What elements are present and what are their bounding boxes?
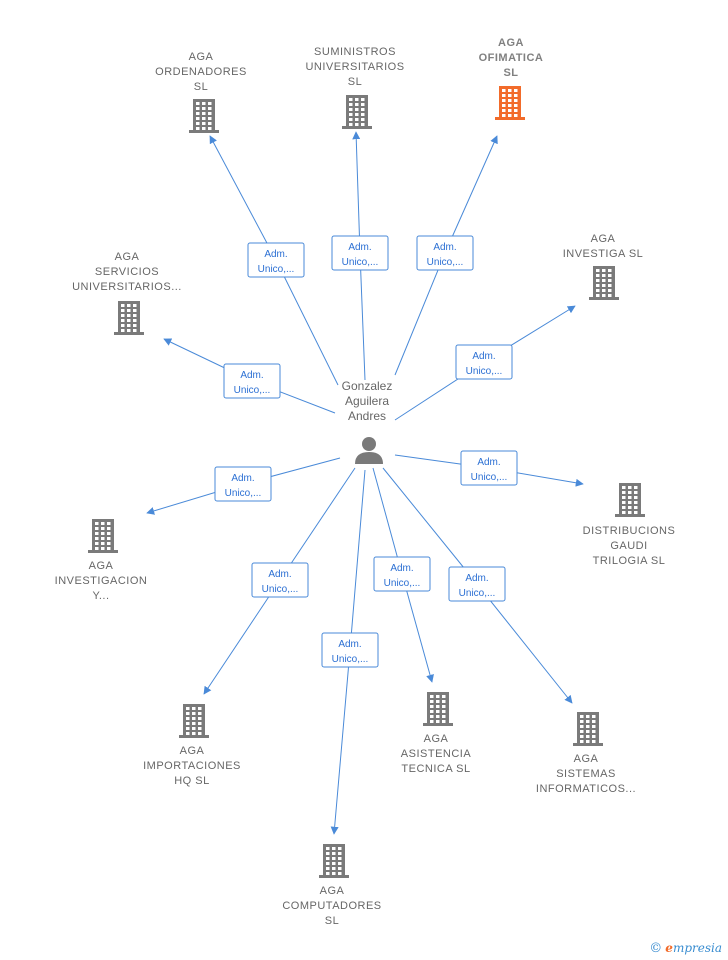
edge-label-aga-investigacion[interactable]: Adm. Unico,... xyxy=(214,466,272,502)
company-name-aga-ofimatica[interactable]: SL xyxy=(503,67,518,79)
brand-initial: e xyxy=(665,941,673,955)
company-name-aga-asistencia[interactable]: ASISTENCIA xyxy=(401,748,472,760)
empresia-watermark: ©empresia xyxy=(649,941,722,956)
person-name[interactable]: Gonzalez xyxy=(342,379,393,393)
company-name-aga-servicios[interactable]: UNIVERSITARIOS... xyxy=(72,281,182,293)
edge-label-text: Unico,... xyxy=(471,472,508,483)
company-name-aga-sistemas[interactable]: AGA xyxy=(574,753,599,765)
edge-label-aga-asistencia[interactable]: Adm. Unico,... xyxy=(373,556,431,592)
company-name-suministros[interactable]: SL xyxy=(348,76,362,88)
edge-label-aga-ordenadores[interactable]: Adm. Unico,... xyxy=(247,242,305,278)
edge-label-text: Adm. xyxy=(465,573,488,584)
edge-label-text: Unico,... xyxy=(466,366,503,377)
building-icon[interactable] xyxy=(495,86,525,120)
edge-label-text: Unico,... xyxy=(332,654,369,665)
edge-label-text: Adm. xyxy=(264,249,287,260)
company-name-aga-computadores[interactable]: COMPUTADORES xyxy=(282,900,381,912)
edge-label-text: Adm. xyxy=(390,563,413,574)
company-name-distribucions[interactable]: GAUDI xyxy=(610,540,647,552)
building-icon[interactable] xyxy=(423,692,453,726)
edge-label-text: Unico,... xyxy=(459,588,496,599)
edge-label-aga-sistemas[interactable]: Adm. Unico,... xyxy=(448,566,506,602)
edge-label-text: Unico,... xyxy=(225,488,262,499)
copyright-icon: © xyxy=(649,941,663,956)
building-icon[interactable] xyxy=(573,712,603,746)
building-icon[interactable] xyxy=(179,704,209,738)
company-name-aga-ordenadores[interactable]: AGA xyxy=(189,51,214,63)
company-name-suministros[interactable]: SUMINISTROS xyxy=(314,46,396,58)
company-name-aga-servicios[interactable]: AGA xyxy=(115,251,140,263)
company-name-aga-computadores[interactable]: SL xyxy=(325,915,339,927)
company-name-aga-investigacion[interactable]: Y... xyxy=(92,590,109,602)
edge-label-suministros[interactable]: Adm. Unico,... xyxy=(331,235,389,271)
company-name-aga-servicios[interactable]: SERVICIOS xyxy=(95,266,159,278)
company-name-aga-importaciones[interactable]: IMPORTACIONES xyxy=(143,760,241,772)
edge-label-text: Adm. xyxy=(240,370,263,381)
edge-label-text: Unico,... xyxy=(427,257,464,268)
edge-label-text: Adm. xyxy=(472,351,495,362)
building-icon[interactable] xyxy=(189,99,219,133)
person-icon[interactable] xyxy=(355,437,383,464)
company-name-suministros[interactable]: UNIVERSITARIOS xyxy=(305,61,404,73)
brand-name: mpresia xyxy=(672,941,722,955)
person-body xyxy=(355,452,383,464)
nodes-layer: AGA ORDENADORES SL SUMINISTROS UNIVERSITARIO… xyxy=(55,37,676,927)
edge-label-aga-computadores[interactable]: Adm. Unico,... xyxy=(321,632,379,668)
building-icon[interactable] xyxy=(88,519,118,553)
edge-label-aga-investiga[interactable]: Adm. Unico,... xyxy=(455,344,513,380)
company-name-aga-asistencia[interactable]: TECNICA SL xyxy=(401,763,470,775)
person-name[interactable]: Andres xyxy=(348,409,386,423)
company-name-aga-asistencia[interactable]: AGA xyxy=(424,733,449,745)
edge-label-text: Unico,... xyxy=(262,584,299,595)
person-name[interactable]: Aguilera xyxy=(345,394,389,408)
building-icon[interactable] xyxy=(615,483,645,517)
edge-label-text: Adm. xyxy=(477,457,500,468)
edge-label-aga-servicios[interactable]: Adm. Unico,... xyxy=(223,363,281,399)
edge-label-text: Adm. xyxy=(231,473,254,484)
company-name-aga-ofimatica[interactable]: AGA xyxy=(498,37,524,49)
company-name-aga-ordenadores[interactable]: ORDENADORES xyxy=(155,66,247,78)
edge-label-text: Unico,... xyxy=(234,385,271,396)
company-name-aga-investiga[interactable]: INVESTIGA SL xyxy=(563,248,644,260)
edges-layer: Adm.Unico,...Adm.Unico,...Adm.Unico,...A… xyxy=(146,131,584,835)
building-icon[interactable] xyxy=(114,301,144,335)
edge-label-text: Adm. xyxy=(348,242,371,253)
edge-label-text: Adm. xyxy=(433,242,456,253)
company-name-aga-ordenadores[interactable]: SL xyxy=(194,81,208,93)
edge-label-text: Adm. xyxy=(338,639,361,650)
building-icon[interactable] xyxy=(589,266,619,300)
company-name-aga-importaciones[interactable]: AGA xyxy=(180,745,205,757)
edge-label-text: Unico,... xyxy=(342,257,379,268)
company-name-distribucions[interactable]: DISTRIBUCIONS xyxy=(583,525,676,537)
edge-label-text: Unico,... xyxy=(258,264,295,275)
company-name-aga-sistemas[interactable]: INFORMATICOS... xyxy=(536,783,636,795)
person-head xyxy=(362,437,376,451)
edge-label-text: Adm. xyxy=(268,569,291,580)
company-name-distribucions[interactable]: TRILOGIA SL xyxy=(593,555,666,567)
company-name-aga-investiga[interactable]: AGA xyxy=(591,233,616,245)
edge-label-aga-importaciones[interactable]: Adm. Unico,... xyxy=(251,562,309,598)
company-name-aga-sistemas[interactable]: SISTEMAS xyxy=(556,768,616,780)
edge-label-text: Unico,... xyxy=(384,578,421,589)
edge-label-aga-ofimatica[interactable]: Adm. Unico,... xyxy=(416,235,474,271)
building-icon[interactable] xyxy=(319,844,349,878)
company-name-aga-ofimatica[interactable]: OFIMATICA xyxy=(479,52,544,64)
building-icon[interactable] xyxy=(342,95,372,129)
edge-label-distribucions[interactable]: Adm. Unico,... xyxy=(460,450,518,486)
company-name-aga-computadores[interactable]: AGA xyxy=(320,885,345,897)
company-name-aga-investigacion[interactable]: AGA xyxy=(89,560,114,572)
company-name-aga-importaciones[interactable]: HQ SL xyxy=(174,775,210,787)
company-name-aga-investigacion[interactable]: INVESTIGACION xyxy=(55,575,148,587)
